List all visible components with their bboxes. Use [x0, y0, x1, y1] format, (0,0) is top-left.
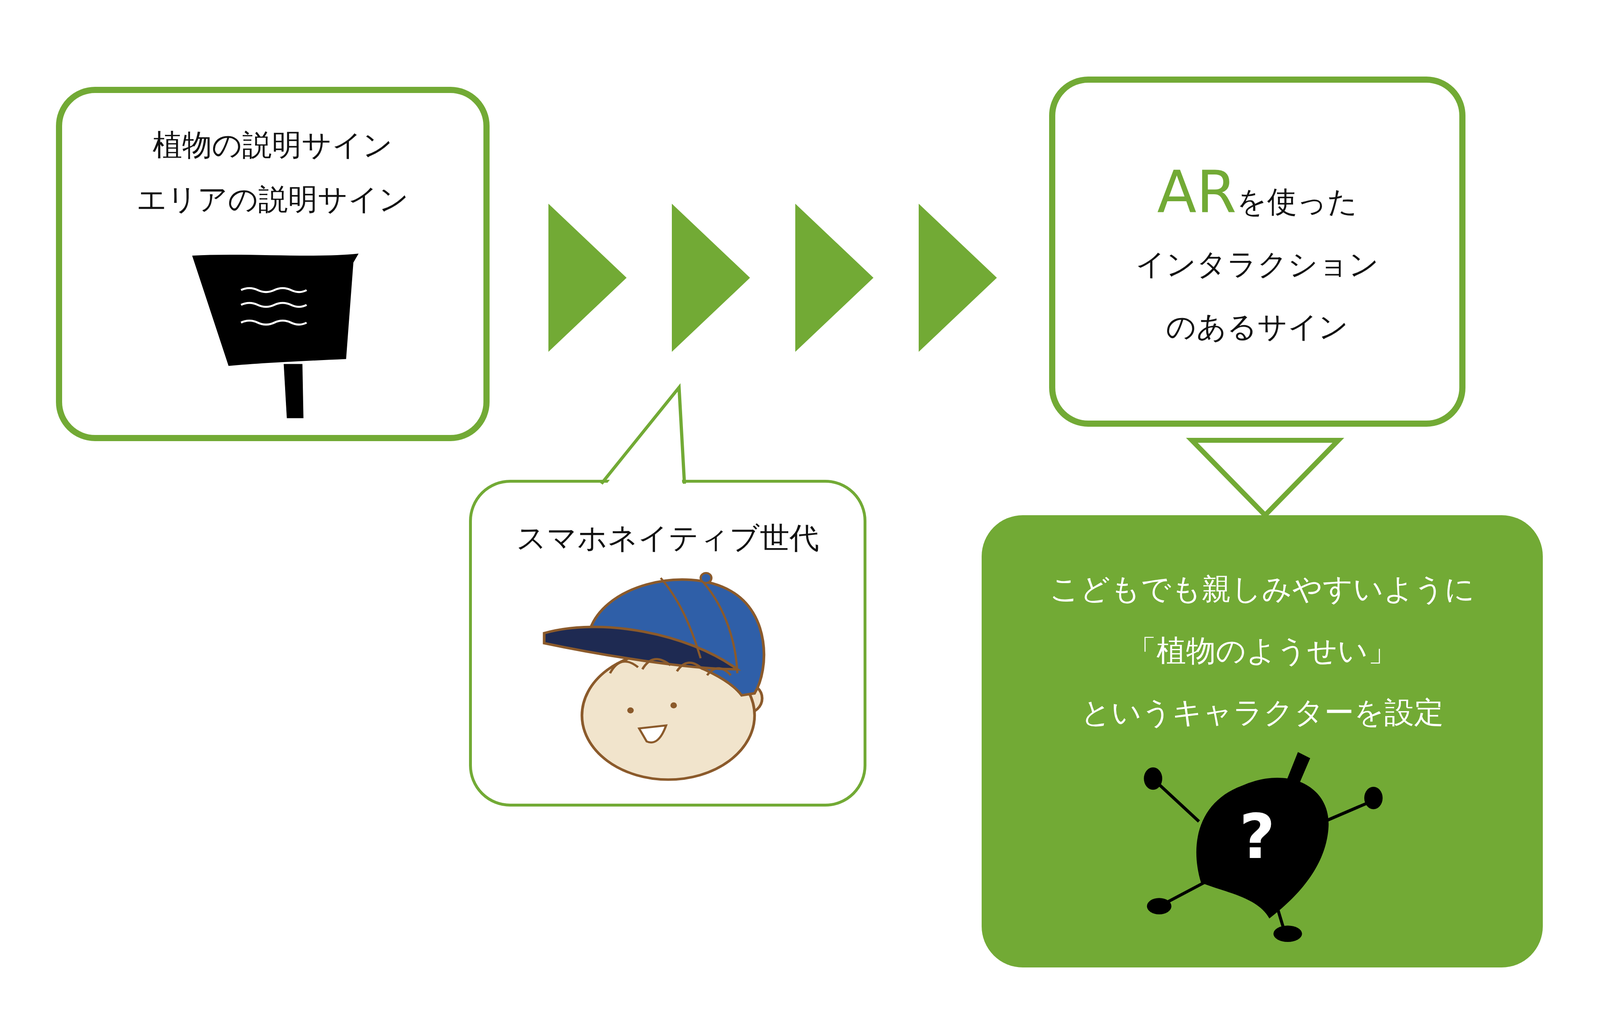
text-group: スマホネイティブ世代: [471, 517, 864, 559]
box-text: 植物の説明サイン: [62, 117, 484, 172]
chevron: [548, 203, 627, 352]
question-mark: ?: [1239, 805, 1275, 868]
sign-box: 植物の説明サインエリアの説明サイン: [55, 86, 490, 442]
character-box: こどもでも親しみやすいように 「植物のようせい」 というキャラクターを設定?: [981, 515, 1543, 968]
text-group: 植物の説明サインエリアの説明サイン: [62, 117, 484, 227]
ar-text: AR: [1156, 158, 1237, 226]
flow-arrow: [548, 203, 997, 352]
ar-sign-box: ARを使った インタラクション のあるサイン: [1049, 76, 1466, 427]
flow-arrow: [1191, 440, 1339, 516]
bubble-text: スマホネイティブ世代: [471, 517, 864, 559]
box-text: エリアの説明サイン: [62, 171, 484, 227]
down-pointer: [1191, 440, 1339, 516]
chevron: [918, 203, 997, 352]
box-text: こどもでも親しみやすいように 「植物のようせい」 というキャラクターを設定: [1049, 571, 1475, 730]
text-group: こどもでも親しみやすいように 「植物のようせい」 というキャラクターを設定: [1027, 561, 1497, 748]
speech-bubble: スマホネイティブ世代: [469, 479, 867, 807]
text-group: ARを使った インタラクション のあるサイン: [1117, 164, 1398, 363]
chevron: [795, 203, 874, 352]
chevron: [671, 203, 751, 352]
